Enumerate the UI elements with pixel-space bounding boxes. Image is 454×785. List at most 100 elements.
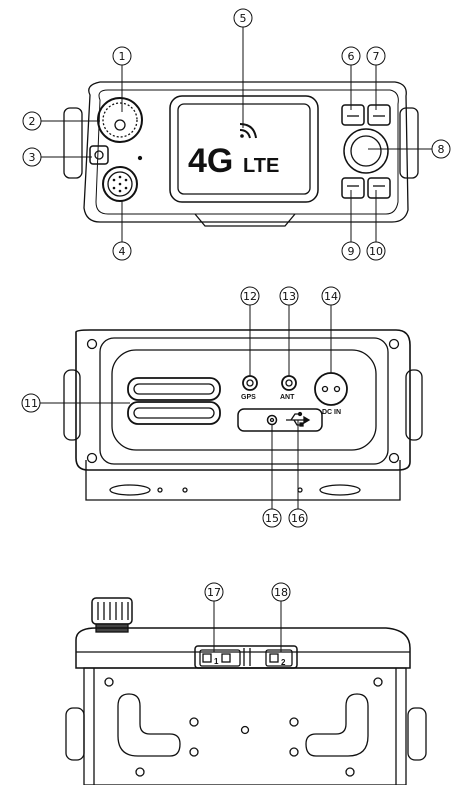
- antenna-connector-core: [285, 379, 293, 387]
- svg-text:1: 1: [119, 50, 126, 63]
- sim-slot-2-icon: [269, 653, 279, 663]
- leader-lines: [40, 27, 432, 652]
- volume-knob-ridge: [102, 102, 138, 138]
- svg-text:15: 15: [265, 512, 279, 525]
- svg-text:18: 18: [274, 586, 288, 599]
- svg-text:14: 14: [324, 290, 338, 303]
- callout-14: 14: [321, 286, 341, 306]
- callout-4: 4: [112, 241, 132, 261]
- plate-screw: [345, 767, 355, 777]
- callout-17: 17: [204, 582, 224, 602]
- power-button[interactable]: [89, 145, 109, 165]
- button-10[interactable]: [367, 177, 391, 199]
- bottom-right-knob: [407, 707, 427, 761]
- svg-text:2: 2: [29, 115, 36, 128]
- plate-slot-right: [305, 693, 369, 757]
- button-7[interactable]: [367, 104, 391, 126]
- dc-in-label: DC IN: [322, 409, 341, 416]
- mic-jack[interactable]: [102, 166, 138, 202]
- plate-screw: [240, 725, 250, 735]
- bracket-hole: [157, 487, 163, 493]
- speaker-slot: [133, 383, 215, 395]
- top-knob-ridges: [97, 602, 129, 620]
- svg-text:16: 16: [291, 512, 305, 525]
- sim-slot-2[interactable]: [265, 649, 293, 667]
- callout-2: 2: [22, 111, 42, 131]
- plate-screw: [289, 747, 299, 757]
- bracket-hole: [182, 487, 188, 493]
- logo-4g: 4G: [188, 142, 233, 180]
- rear-right-knob: [405, 369, 423, 441]
- gps-label: GPS: [241, 394, 256, 401]
- callout-1: 1: [112, 46, 132, 66]
- sim-slot-1b-icon: [221, 653, 231, 663]
- callout-3: 3: [22, 147, 42, 167]
- callout-18: 18: [271, 582, 291, 602]
- svg-text:17: 17: [207, 586, 221, 599]
- svg-text:3: 3: [29, 151, 36, 164]
- front-bezel: [95, 89, 399, 215]
- indicator-led: [137, 155, 143, 161]
- rear-inner-panel: [111, 349, 377, 451]
- front-left-bracket: [63, 107, 83, 179]
- svg-text:6: 6: [348, 50, 355, 63]
- callout-15: 15: [262, 508, 282, 528]
- callout-5: 5: [233, 8, 253, 28]
- screw: [86, 338, 98, 350]
- front-bottom-notch: [194, 213, 296, 227]
- plate-slot-left: [117, 693, 181, 757]
- callout-9: 9: [341, 241, 361, 261]
- button-9[interactable]: [341, 177, 365, 199]
- rear-view: [63, 329, 423, 501]
- gps-connector[interactable]: [242, 375, 258, 391]
- dc-pin: [333, 385, 341, 393]
- dc-in-connector[interactable]: [314, 372, 348, 406]
- svg-text:4: 4: [119, 245, 126, 258]
- svg-text:10: 10: [369, 245, 383, 258]
- sim-slot-1-icon: [202, 653, 212, 663]
- ant-label: ANT: [280, 394, 295, 401]
- speaker-jack[interactable]: [266, 414, 278, 426]
- button-6[interactable]: [341, 104, 365, 126]
- rear-panel: [99, 337, 389, 465]
- bracket-slot-left: [109, 484, 151, 496]
- logo-lte: LTE: [243, 155, 279, 177]
- mic-jack-inner: [107, 171, 133, 197]
- port-cover[interactable]: [237, 408, 323, 432]
- antenna-connector[interactable]: [281, 375, 297, 391]
- front-right-bracket: [399, 107, 419, 179]
- nav-ring[interactable]: [343, 128, 389, 174]
- wifi-icon: [239, 123, 257, 139]
- svg-text:12: 12: [243, 290, 257, 303]
- slot-2-label: 2: [281, 658, 286, 667]
- front-body: [83, 81, 409, 223]
- rear-body: [75, 329, 411, 471]
- bracket-hole: [297, 487, 303, 493]
- ok-button[interactable]: [350, 135, 382, 167]
- volume-knob-center: [114, 119, 126, 131]
- usb-icon: [286, 411, 311, 427]
- svg-text:5: 5: [240, 12, 247, 25]
- slot-1-label: 1: [214, 657, 219, 666]
- screw: [388, 338, 400, 350]
- screen-frame: [169, 95, 319, 203]
- callout-13: 13: [279, 286, 299, 306]
- callout-8: 8: [431, 139, 451, 159]
- callout-7: 7: [366, 46, 386, 66]
- bottom-housing: [75, 627, 411, 669]
- bottom-left-knob: [65, 707, 85, 761]
- gps-connector-core: [246, 379, 254, 387]
- screen: [177, 103, 311, 195]
- dc-pin: [321, 385, 329, 393]
- mic-jack-pins: [112, 175, 128, 193]
- bracket-slot-right: [319, 484, 361, 496]
- sim-slot-1[interactable]: [199, 649, 241, 667]
- volume-knob[interactable]: [97, 97, 143, 143]
- speaker-grille-top: [127, 377, 221, 401]
- plate-screw: [104, 677, 114, 687]
- callout-6: 6: [341, 46, 361, 66]
- callout-12: 12: [240, 286, 260, 306]
- plate-screw: [135, 767, 145, 777]
- plate-screw: [189, 747, 199, 757]
